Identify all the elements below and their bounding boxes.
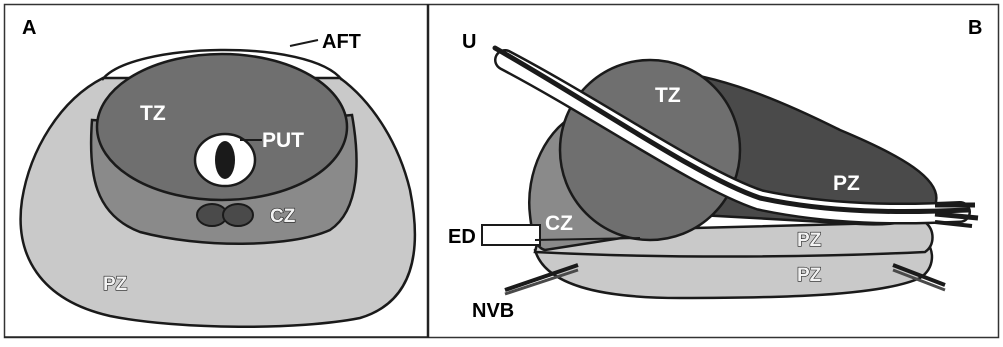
panel-a-put-label: PUT xyxy=(262,129,304,152)
panel-a-urethra-lumen xyxy=(215,141,235,179)
panel-a-ejaculatory-duct-right xyxy=(223,204,253,226)
panel-a-aft-label: AFT xyxy=(322,31,361,53)
panel-b: B U TZ PZ CZ ED PZ PZ NVB xyxy=(448,17,982,322)
panel-b-nvb-label: NVB xyxy=(472,300,514,322)
panel-b-u-label: U xyxy=(462,31,476,53)
panel-a-letter: A xyxy=(22,17,36,39)
panel-b-cz-label: CZ xyxy=(545,212,573,235)
panel-b-pz-lower-label: PZ xyxy=(797,265,822,286)
panel-b-ejaculatory-duct xyxy=(482,225,540,245)
panel-b-tz-label: TZ xyxy=(655,84,681,107)
panel-b-pz-middle-label: PZ xyxy=(797,230,822,251)
panel-a-aft-leader xyxy=(290,40,318,46)
panel-a-cz-label: CZ xyxy=(270,206,296,227)
panel-a-pz-label: PZ xyxy=(103,274,128,295)
panel-b-letter: B xyxy=(968,17,982,39)
panel-a-tz-label: TZ xyxy=(140,102,166,125)
panel-b-ed-label: ED xyxy=(448,226,476,248)
panel-b-pz-upper-label: PZ xyxy=(833,172,860,195)
panel-a: A AFT TZ PUT CZ PZ xyxy=(21,17,415,327)
